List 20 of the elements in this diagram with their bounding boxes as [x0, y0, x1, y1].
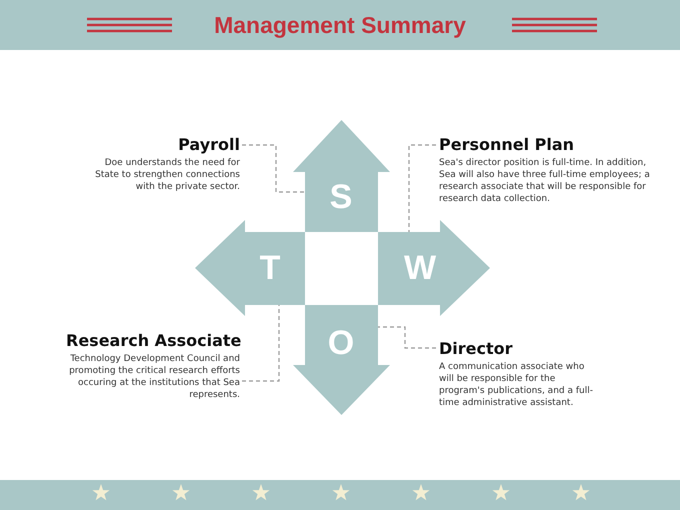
swot-letter: S [330, 179, 352, 215]
description-text: Doe understands the need for State to strengthen connections with the private sector. [94, 157, 240, 193]
leader-line [378, 326, 436, 349]
swot-letter: O [328, 325, 354, 361]
left-arrow [195, 220, 305, 316]
up-arrow [293, 120, 390, 232]
section-heading: Payroll [177, 135, 240, 155]
swot-letter: T [260, 250, 280, 286]
description-text: Sea's director position is full-time. In addition, Sea will also have three full-time employees; a research associate that will be responsible for research data collection. [439, 157, 651, 205]
description-text: Technology Development Council and promoting the critical research efforts occuring at the institutions that Sea represents. [68, 353, 240, 401]
right-arrow [378, 220, 490, 316]
leader-line [408, 144, 436, 232]
leader-line [242, 144, 305, 193]
section-heading: Personnel Plan [439, 135, 576, 155]
swot-letter: W [404, 250, 436, 286]
down-arrow [293, 305, 390, 415]
section-heading: Research Associate [66, 331, 240, 351]
page-title: Management Summary [214, 12, 466, 38]
description-text: A communication associate who will be responsible for the program's publications, and a full-time administrative assistant. [439, 361, 594, 409]
section-heading: Director [439, 339, 514, 359]
